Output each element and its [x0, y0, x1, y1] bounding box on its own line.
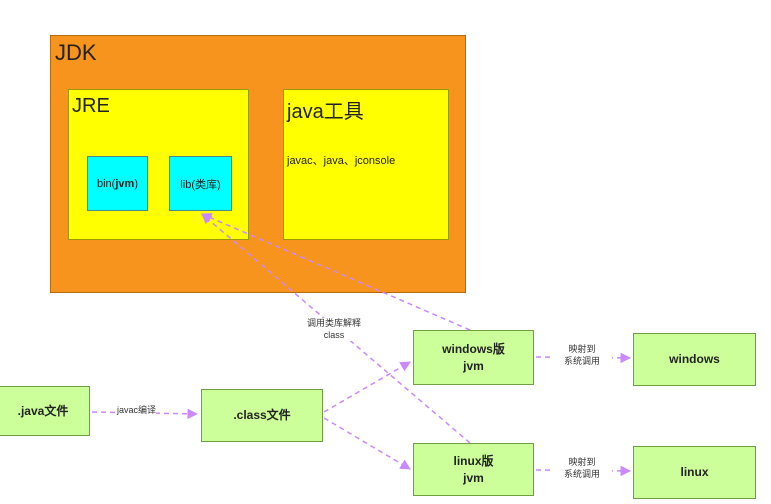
windows-jvm-line1: windows版	[442, 342, 505, 357]
call-lib-line2: class	[323, 329, 345, 340]
call-lib-label: 调用类库解释 class	[294, 318, 374, 342]
class-file-label: .class文件	[233, 408, 291, 423]
lib-box: lib(类库)	[169, 156, 232, 211]
map-windows-line2: 系统调用	[563, 355, 600, 366]
map-linux-line1: 映射到	[568, 457, 596, 467]
jdk-title: JDK	[55, 40, 97, 65]
arrow-class-to-linux	[323, 417, 411, 470]
linux-jvm-line2: jvm	[463, 470, 484, 485]
java-tools-desc: javac、java、jconsole	[287, 155, 396, 167]
bin-bold: jvm	[115, 177, 135, 190]
lib-label: lib(类库)	[180, 178, 221, 191]
arrow-linux-to-lib	[201, 213, 471, 444]
bin-suffix: )	[134, 177, 138, 190]
java-tools-title: java工具	[287, 101, 364, 123]
windows-jvm-line2: jvm	[463, 358, 484, 373]
linux-os-node: linux	[633, 446, 756, 499]
linux-os-label: linux	[680, 465, 709, 480]
java-file-node: .java文件	[0, 386, 90, 436]
linux-jvm-line1: linux版	[453, 454, 494, 469]
call-lib-line1: 调用类库解释	[306, 318, 361, 328]
linux-jvm-node: linux版 jvm	[413, 443, 534, 496]
arrow-windows-to-lib	[201, 212, 471, 331]
java-file-label: .java文件	[17, 403, 69, 418]
javac-compile-label: javac编译	[117, 405, 157, 417]
bin-jvm-box: bin(jvm)	[87, 156, 148, 211]
arrow-class-to-windows	[323, 361, 411, 413]
map-syscall-label-linux: 映射到 系统调用	[552, 457, 612, 481]
windows-os-node: windows	[633, 333, 756, 386]
windows-os-label: windows	[669, 352, 720, 367]
map-syscall-label-windows: 映射到 系统调用	[552, 344, 612, 368]
windows-jvm-node: windows版 jvm	[413, 330, 534, 385]
class-file-node: .class文件	[201, 389, 323, 442]
java-tools-container: java工具 javac、java、jconsole	[283, 89, 449, 240]
jre-title: JRE	[72, 95, 110, 117]
map-linux-line2: 系统调用	[563, 468, 600, 479]
map-windows-line1: 映射到	[568, 344, 596, 354]
bin-prefix: bin(	[97, 177, 116, 190]
